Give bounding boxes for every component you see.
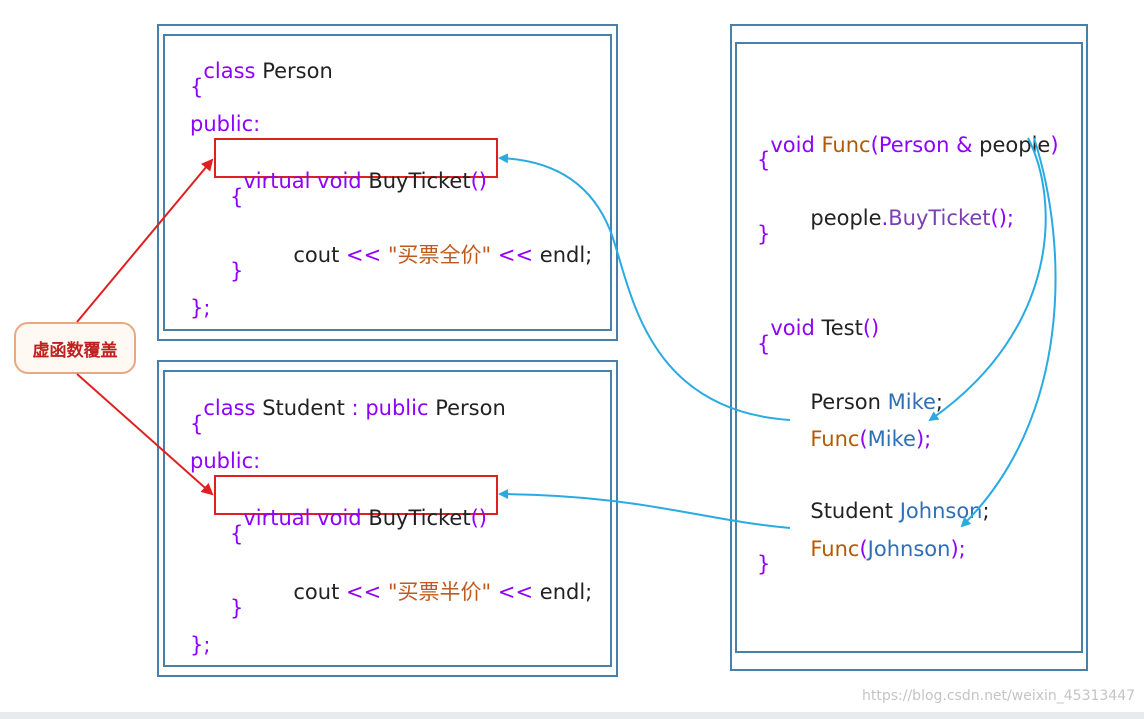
student-line-class: class Student : public Person <box>190 377 506 420</box>
method-keyword: virtual void <box>243 506 362 530</box>
cout: cout <box>293 243 340 267</box>
type: Person <box>810 390 881 414</box>
test-signature: void Test() <box>757 297 879 339</box>
endl: endl; <box>539 580 593 604</box>
paren: ); <box>915 427 932 451</box>
func-open-brace: { <box>757 148 771 172</box>
blue-arrow-people-to-mike <box>928 137 1047 422</box>
person-method-highlight <box>214 138 498 178</box>
decl-johnson: Student Johnson; <box>797 480 990 523</box>
virtual-override-label: 虚函数覆盖 <box>14 322 136 374</box>
semicolon: ; <box>982 499 990 523</box>
student-class-panel <box>157 360 618 677</box>
keyword: void <box>770 133 815 157</box>
person-line-class: class Person <box>190 40 333 83</box>
student-body-close: } <box>230 596 244 620</box>
test-open-brace: { <box>757 332 771 356</box>
call-mike: Func(Mike); <box>797 408 931 450</box>
student-method: virtual void BuyTicket() <box>230 487 487 529</box>
op: << <box>345 580 382 604</box>
decl-mike: Person Mike; <box>797 371 943 413</box>
paren: ( <box>870 133 879 157</box>
keyword: class <box>203 396 256 420</box>
student-close: }; <box>190 633 211 657</box>
parens: () <box>862 316 880 340</box>
variable: Johnson <box>899 499 983 523</box>
student-open-brace: { <box>190 412 204 436</box>
call-johnson: Func(Johnson); <box>797 518 966 561</box>
cout: cout <box>293 580 340 604</box>
paren: ( <box>859 537 868 561</box>
person-access: public: <box>190 112 261 136</box>
argument: Mike <box>867 427 916 451</box>
person-class-panel <box>157 24 618 341</box>
call-rest: (); <box>990 206 1014 230</box>
keyword: class <box>203 59 256 83</box>
person-open-brace: { <box>190 75 204 99</box>
test-close-brace: } <box>757 552 771 576</box>
function-call: Func <box>810 427 860 451</box>
student-access: public: <box>190 449 261 473</box>
bottom-bar <box>0 712 1144 719</box>
person-body-close: } <box>230 259 244 283</box>
usage-panel <box>730 24 1088 671</box>
person-method: virtual void BuyTicket() <box>230 150 487 192</box>
function-name: Test <box>821 316 863 340</box>
student-body-open: { <box>230 522 244 546</box>
class-name: Student <box>262 396 345 420</box>
function-call: Func <box>810 537 860 561</box>
method-name: BuyTicket <box>368 169 471 193</box>
keyword: void <box>770 316 815 340</box>
func-signature: void Func(Person & people) <box>757 114 1059 157</box>
method-parens: () <box>470 506 487 530</box>
string-literal: "买票半价" <box>387 580 492 604</box>
base-class: Person <box>435 396 506 420</box>
dot: . <box>881 206 889 230</box>
paren: ) <box>1050 133 1059 157</box>
func-call-line: people.BuyTicket(); <box>797 187 1014 229</box>
endl: endl; <box>539 243 593 267</box>
class-name: Person <box>262 59 333 83</box>
person-close: }; <box>190 296 211 320</box>
variable: Mike <box>887 390 936 414</box>
keyword: public <box>365 396 429 420</box>
usage-panel-inner <box>735 42 1083 653</box>
red-arrow-to-student-method <box>76 373 214 496</box>
method-call: BuyTicket <box>888 206 991 230</box>
paren: ( <box>859 427 868 451</box>
method-name: BuyTicket <box>368 506 471 530</box>
op: << <box>345 243 382 267</box>
student-method-highlight <box>214 475 498 515</box>
op: << <box>497 243 534 267</box>
func-close-brace: } <box>757 222 771 246</box>
type: Student <box>810 499 894 523</box>
colon: : <box>351 396 359 420</box>
student-cout-line: cout << "买票半价" << endl; <box>280 561 592 603</box>
method-keyword: virtual void <box>243 169 362 193</box>
op: << <box>497 580 534 604</box>
blue-arrow-johnson-to-student <box>498 489 791 529</box>
method-parens: () <box>470 169 487 193</box>
student-class-panel-inner <box>163 370 612 667</box>
function-name: Func <box>821 133 871 157</box>
person-class-panel-inner <box>163 34 612 331</box>
watermark: https://blog.csdn.net/weixin_45313447 <box>862 688 1136 704</box>
string-literal: "买票全价" <box>387 243 492 267</box>
blue-arrow-mike-to-person <box>498 153 791 421</box>
person-body-open: { <box>230 185 244 209</box>
argument: Johnson <box>867 537 951 561</box>
ampersand: & <box>956 133 973 157</box>
red-arrow-to-person-method <box>76 158 214 323</box>
paren: ); <box>950 537 966 561</box>
person-cout-line: cout << "买票全价" << endl; <box>280 224 592 266</box>
blue-arrow-people-to-johnson <box>960 137 1057 528</box>
semicolon: ; <box>935 390 943 414</box>
object: people <box>810 206 882 230</box>
param-type: Person <box>878 133 950 157</box>
